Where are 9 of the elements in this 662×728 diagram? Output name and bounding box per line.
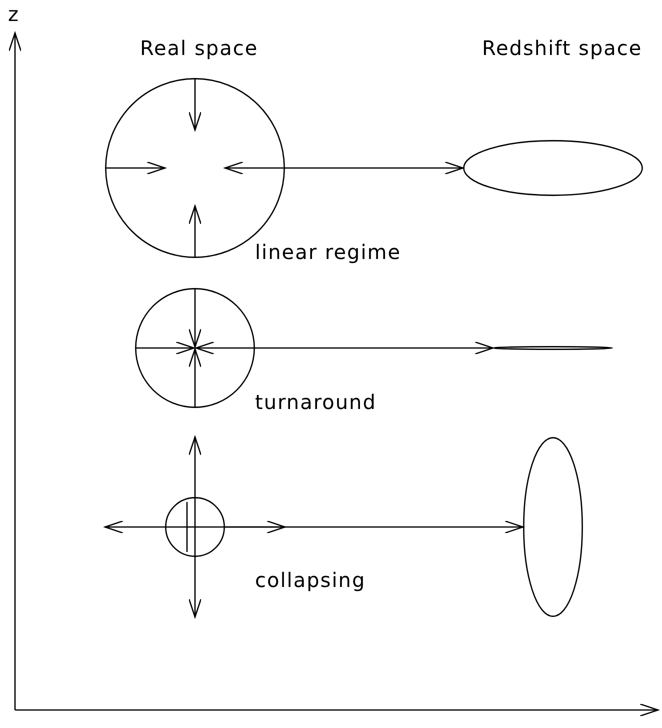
column-heading: Real space bbox=[140, 36, 258, 60]
regime-label: turnaround bbox=[255, 390, 376, 414]
mapping-arrow bbox=[255, 341, 494, 355]
regime-label: linear regime bbox=[255, 240, 402, 264]
regime-label: collapsing bbox=[255, 568, 366, 592]
mapping-arrow bbox=[225, 520, 524, 534]
mapping-arrow bbox=[285, 161, 464, 175]
axis-label: z bbox=[8, 2, 20, 26]
column-heading: Redshift space bbox=[482, 36, 642, 60]
